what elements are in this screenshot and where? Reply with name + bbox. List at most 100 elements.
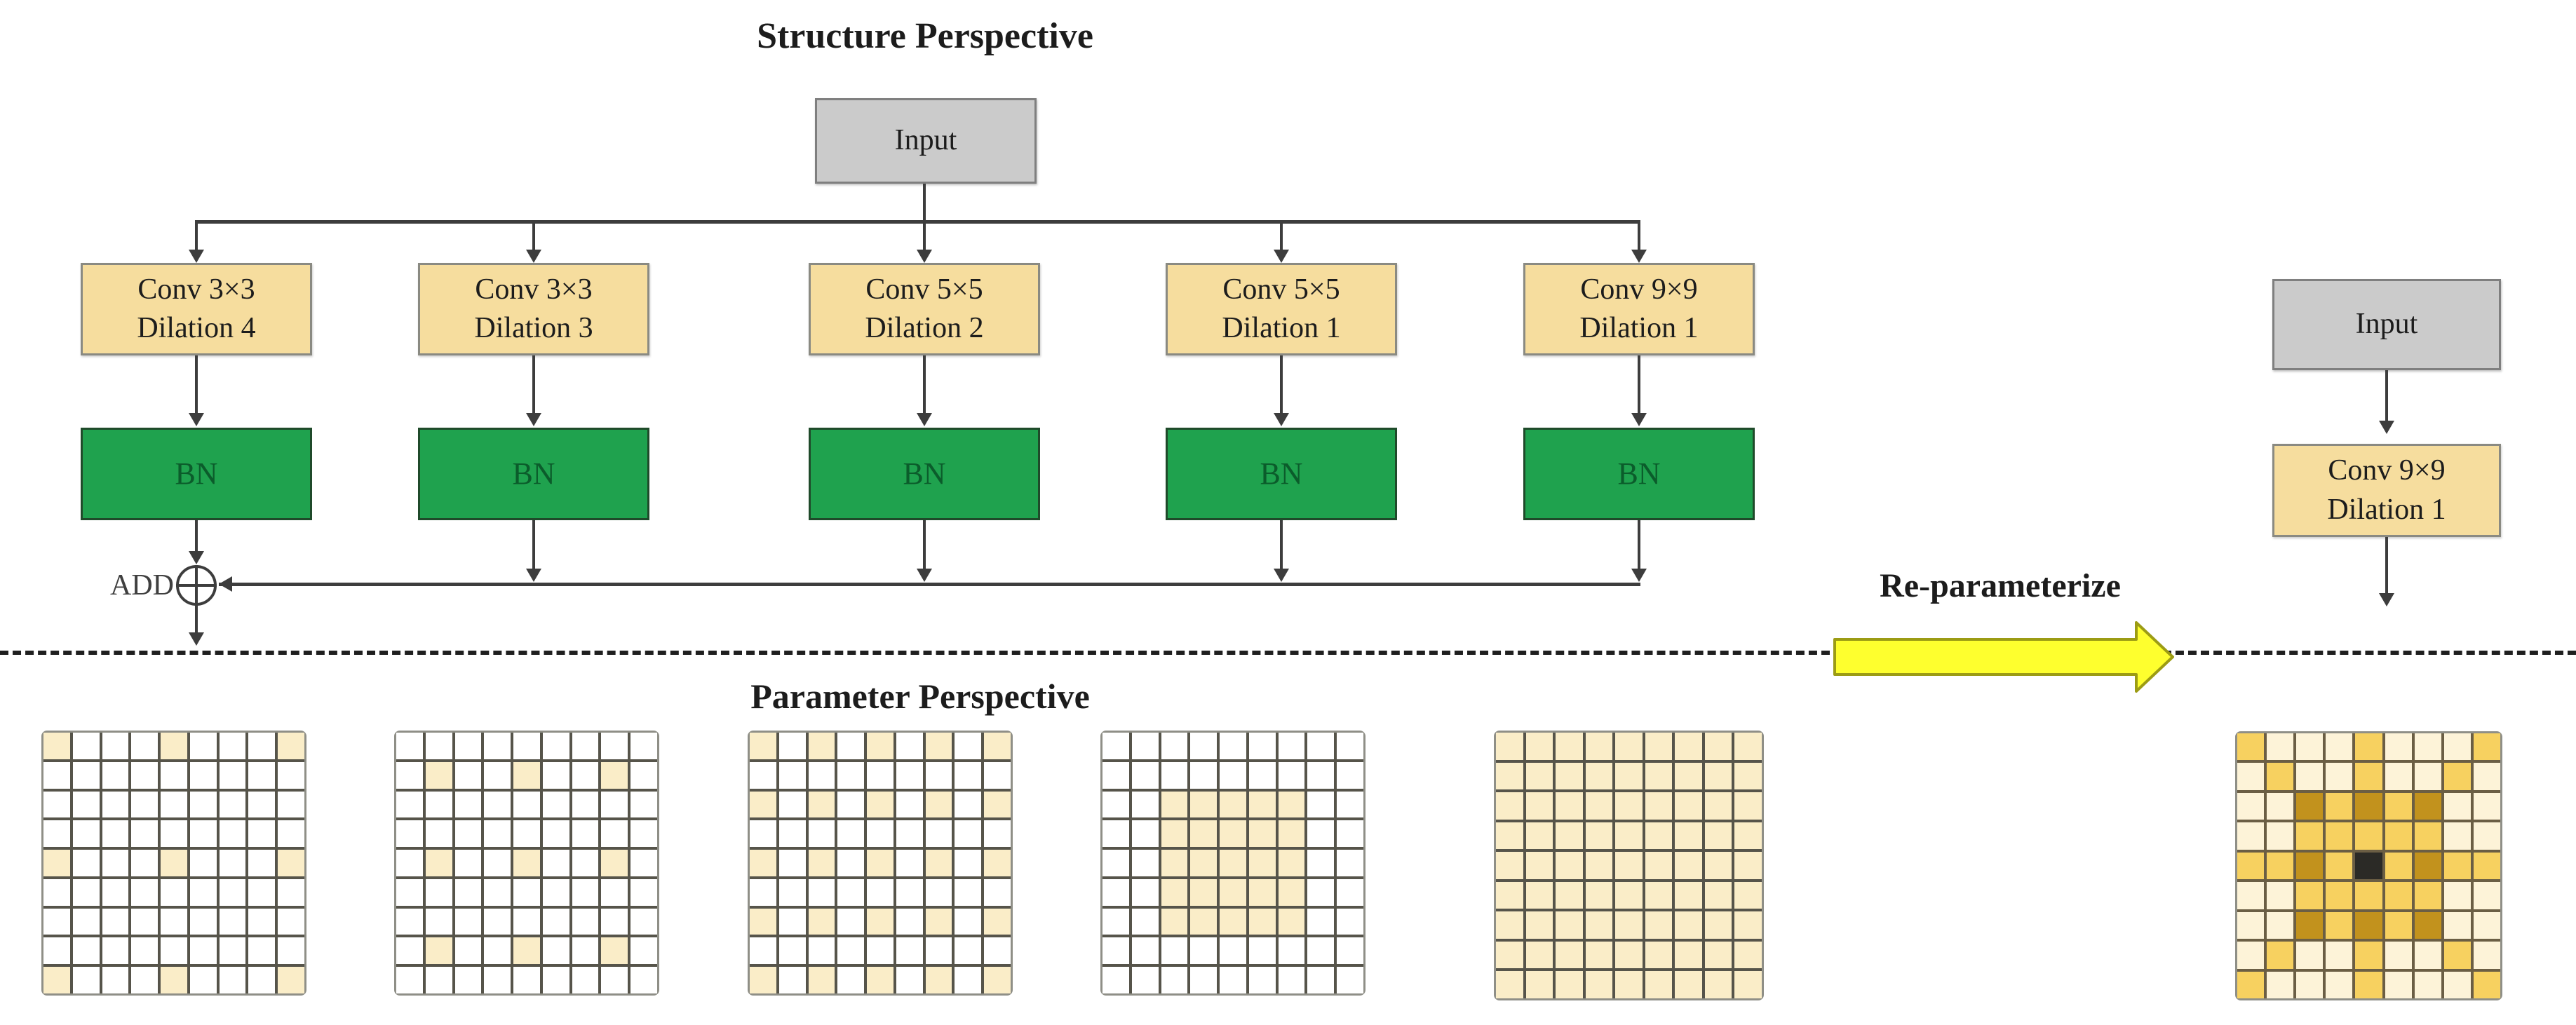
kernel-cell	[2443, 882, 2471, 909]
kernel-cell	[72, 733, 100, 759]
kernel-cell	[955, 733, 982, 759]
kernel-cell	[867, 733, 893, 759]
kernel-cell	[837, 850, 865, 876]
kernel-cell	[1220, 908, 1246, 935]
kernel-cell	[2355, 911, 2382, 939]
kernel-cell	[601, 820, 628, 848]
kernel-cell	[484, 733, 511, 759]
kernel-cell	[131, 908, 159, 935]
kernel-cell	[2473, 852, 2500, 880]
kernel-cell	[2473, 733, 2500, 761]
kernel-cell	[2385, 971, 2412, 998]
kernel-cell	[2414, 882, 2441, 909]
conv-label-line2: Dilation 1	[1579, 312, 1699, 344]
kernel-cell	[2237, 792, 2265, 820]
kernel-cell	[837, 733, 865, 759]
kernel-cell	[43, 908, 70, 935]
kernel-cell	[1161, 908, 1188, 935]
branch-drop-line	[1638, 220, 1640, 251]
kernel-cell	[102, 908, 129, 935]
kernel-cell	[778, 733, 806, 759]
kernel-cell	[984, 850, 1011, 876]
kernel-cell	[2355, 971, 2382, 998]
kernel-cell	[984, 908, 1011, 935]
kernel-cell	[778, 761, 806, 789]
branch-drop-line	[1280, 220, 1283, 251]
kernel-cell	[72, 761, 100, 789]
kernel-cell	[278, 908, 304, 935]
conv-label-line1: Conv 3×3	[137, 273, 255, 306]
kernel-cell	[72, 791, 100, 818]
conv-box-dilation3: Conv 3×3 Dilation 3	[418, 263, 649, 355]
kernel-cell	[1161, 761, 1188, 789]
kernel-cell	[219, 878, 246, 906]
kernel-cell	[1337, 761, 1363, 789]
kernel-cell	[778, 967, 806, 993]
arrowhead-icon	[1631, 569, 1647, 582]
kernel-cell	[2326, 942, 2353, 969]
kernel-cell	[2414, 971, 2441, 998]
kernel-cell	[1131, 733, 1159, 759]
bn-drop-line	[1280, 520, 1283, 569]
bn-box: BN	[81, 428, 312, 520]
kernel-cell	[1190, 878, 1218, 906]
kernel-cell	[1675, 852, 1702, 879]
conv-to-bn-line	[195, 355, 198, 414]
bn-label: BN	[903, 456, 946, 491]
kernel-cell	[925, 820, 952, 848]
branch-drop-line	[532, 220, 535, 251]
kernel-cell	[513, 967, 540, 993]
kernel-cell	[896, 937, 923, 965]
kernel-cell	[778, 791, 806, 818]
kernel-cell	[454, 878, 482, 906]
kernel-cell	[1704, 881, 1732, 909]
kernel-cell	[425, 791, 452, 818]
kernel-cell	[1278, 761, 1305, 789]
kernel-cell	[278, 937, 304, 965]
arrowhead-icon	[219, 576, 232, 592]
kernel-cell	[1278, 791, 1305, 818]
kernel-cell	[1278, 878, 1305, 906]
kernel-cell	[454, 937, 482, 965]
kernel-cell	[542, 908, 569, 935]
kernel-cell	[750, 850, 776, 876]
kernel-cell	[1496, 911, 1523, 939]
kernel-cell	[161, 733, 187, 759]
kernel-cell	[2237, 822, 2265, 850]
conv-label-line1: Conv 3×3	[475, 273, 593, 306]
kernel-cell	[102, 733, 129, 759]
kernel-cell	[1248, 820, 1276, 848]
kernel-cell	[248, 820, 276, 848]
kernel-cell	[2267, 882, 2294, 909]
kernel-cell	[1102, 850, 1129, 876]
reparam-conv-box: Conv 9×9 Dilation 1	[2272, 444, 2501, 537]
kernel-cell	[2443, 911, 2471, 939]
kernel-cell	[896, 733, 923, 759]
bn-drop-line	[532, 520, 535, 569]
bn-label: BN	[175, 456, 218, 491]
kernel-cell	[513, 850, 540, 876]
kernel-cell	[1190, 761, 1218, 789]
kernel-cell	[1307, 761, 1335, 789]
conv-label-line1: Conv 9×9	[2328, 454, 2446, 487]
kernel-cell	[131, 791, 159, 818]
bn-label: BN	[1617, 456, 1661, 491]
kernel-cell	[161, 850, 187, 876]
kernel-cell	[2267, 822, 2294, 850]
kernel-cell	[1704, 733, 1732, 760]
kernel-cell	[1102, 791, 1129, 818]
reparameterize-label: Re-parameterize	[1880, 567, 2121, 604]
kernel-cell	[1615, 762, 1643, 790]
kernel-cell	[425, 967, 452, 993]
kernel-cell	[425, 937, 452, 965]
kernel-cell	[837, 791, 865, 818]
kernel-cell	[955, 967, 982, 993]
kernel-cell	[161, 937, 187, 965]
kernel-cell	[1525, 762, 1553, 790]
kernel-cell	[955, 850, 982, 876]
kernel-cell	[454, 791, 482, 818]
kernel-cell	[396, 850, 423, 876]
kernel-cell	[2267, 852, 2294, 880]
kernel-cell	[750, 967, 776, 993]
